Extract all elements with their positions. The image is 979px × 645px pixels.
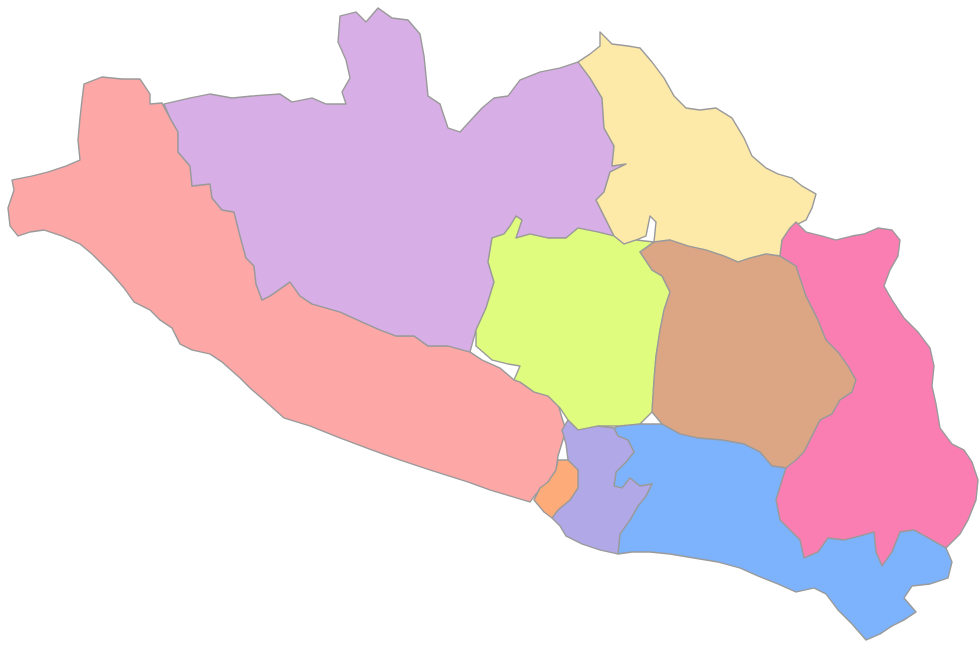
region-acapulco[interactable] <box>533 459 579 519</box>
